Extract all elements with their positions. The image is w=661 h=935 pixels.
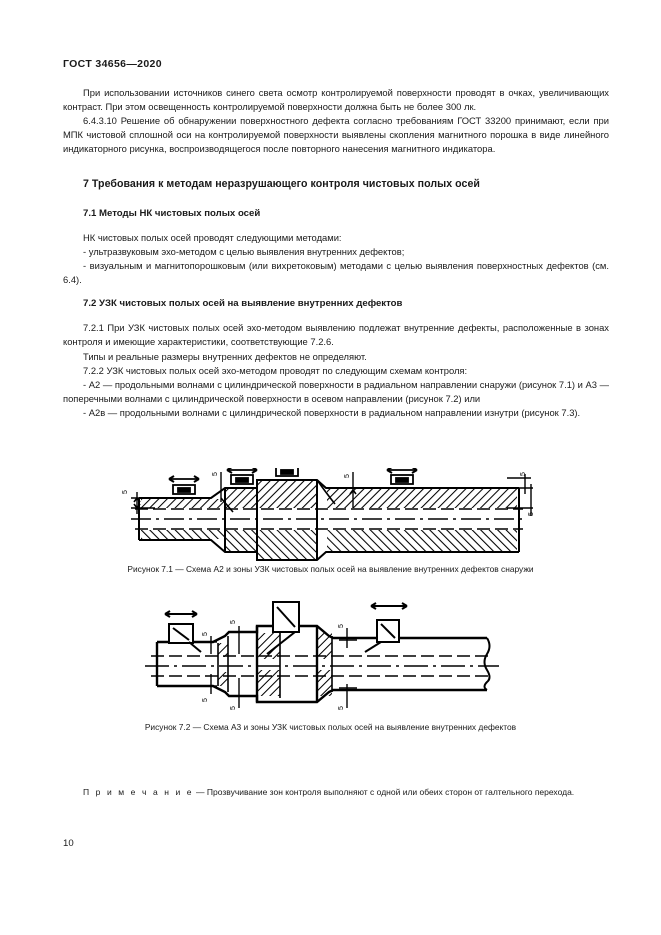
section-7-1-heading: 7.1 Методы НК чистовых полых осей — [83, 208, 261, 220]
section-7-1-intro: НК чистовых полых осей проводят следующи… — [83, 232, 342, 244]
paragraph-7-2-1: 7.2.1 При УЗК чистовых полых осей эхо-ме… — [63, 322, 609, 348]
svg-text:5: 5 — [338, 706, 345, 710]
svg-text:5: 5 — [520, 472, 527, 476]
figure-7-1-drawing: 5 5 5 5 5 — [122, 468, 535, 561]
section-7-2-heading: 7.2 УЗК чистовых полых осей на выявление… — [83, 298, 403, 310]
figure-7-2-caption: Рисунок 7.2 — Схема А3 и зоны УЗК чистов… — [144, 722, 517, 732]
figure-7-1-caption-wrap: Рисунок 7.1 — Схема А2 и зоны УЗК чистов… — [0, 563, 661, 575]
spacer — [63, 221, 609, 231]
note-block: П р и м е ч а н и е — Прозвучивание зон … — [63, 786, 609, 799]
svg-text:5: 5 — [528, 512, 535, 516]
svg-text:5: 5 — [344, 474, 351, 478]
figure-7-1-caption: Рисунок 7.1 — Схема А2 и зоны УЗК чистов… — [127, 564, 534, 574]
figure-7-2-drawing: 5 5 5 5 5 5 — [144, 601, 499, 710]
paragraph-6-4-3-10: 6.4.3.10 Решение об обнаружении поверхно… — [63, 115, 609, 155]
svg-text:5: 5 — [230, 706, 237, 710]
section-7-1-item-2: - визуальным и магнитопорошковым (или ви… — [63, 260, 609, 286]
note-label: П р и м е ч а н и е — [83, 787, 194, 797]
paragraph-7-2-1b: Типы и реальные размеры внутренних дефек… — [83, 350, 367, 362]
spacer — [63, 287, 609, 297]
figure-7-2-caption-wrap: Рисунок 7.2 — Схема А3 и зоны УЗК чистов… — [0, 721, 661, 733]
figure-7-1: 5 5 5 5 5 — [0, 468, 661, 568]
paragraph-intro-blue-light: При использовании источников синего свет… — [63, 87, 609, 113]
svg-text:5: 5 — [230, 620, 237, 624]
svg-text:5: 5 — [212, 472, 219, 476]
section-7-2-item-1: - А2 — продольными волнами с цилиндричес… — [63, 378, 609, 404]
section-7-1-item-1: - ультразвуковым эхо-методом с целью выя… — [83, 246, 405, 258]
svg-text:5: 5 — [202, 698, 209, 702]
page-content: При использовании источников синего свет… — [63, 86, 609, 420]
section-7-heading: 7 Требования к методам неразрушающего ко… — [83, 178, 480, 191]
figure-7-2: 5 5 5 5 5 5 — [0, 598, 661, 718]
section-7-2-item-2: - А2в — продольными волнами с цилиндриче… — [83, 406, 581, 418]
note-dash: — — [193, 787, 207, 797]
page-header: ГОСТ 34656—2020 — [63, 58, 162, 70]
svg-text:5: 5 — [122, 490, 129, 494]
spacer — [63, 191, 609, 207]
spacer — [63, 311, 609, 321]
svg-text:5: 5 — [202, 632, 209, 636]
spacer — [63, 156, 609, 177]
svg-text:5: 5 — [338, 624, 345, 628]
page-number: 10 — [63, 838, 74, 849]
paragraph-7-2-2: 7.2.2 УЗК чистовых полых осей эхо-методо… — [83, 364, 468, 376]
note-text: Прозвучивание зон контроля выполняют с о… — [206, 787, 575, 797]
